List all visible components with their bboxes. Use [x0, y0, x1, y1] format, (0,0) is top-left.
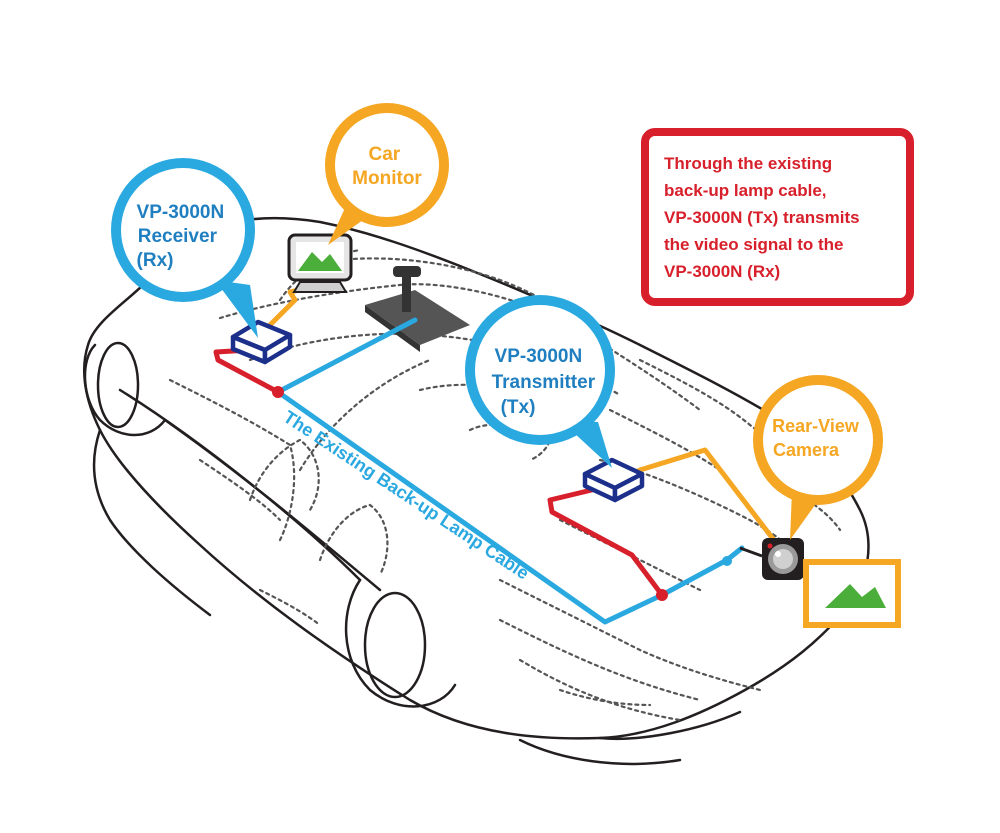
callout-camera-line-2: Camera — [773, 440, 840, 460]
callout-receiver-line-2: Receiver — [138, 226, 218, 247]
callout-receiver-line-1: VP-3000N — [137, 202, 225, 223]
callout-transmitter-line-3: (Tx) — [501, 397, 536, 418]
svg-text:VP-3000N Receiver: VP-3000N Receiver (Rx) — [137, 202, 230, 271]
car-outline — [82, 216, 870, 766]
cable-junction-rear — [656, 589, 668, 601]
note-line-3: VP-3000N (Tx) transmits — [664, 208, 860, 227]
receiver-box-icon — [230, 319, 293, 365]
callout-receiver-line-3: (Rx) — [137, 250, 174, 271]
transmitter-box-icon — [582, 457, 645, 503]
callout-receiver: VP-3000N Receiver (Rx) — [111, 158, 258, 338]
note-line-4: the video signal to the — [664, 235, 843, 254]
svg-text:Through the existing bac: Through the existing back-up lamp cable,… — [664, 154, 864, 281]
callout-monitor-line-2: Monitor — [352, 168, 422, 189]
camera-cable-end — [722, 556, 732, 566]
note-line-1: Through the existing — [664, 154, 832, 173]
note-line-2: back-up lamp cable, — [664, 181, 827, 200]
cable-junction-front — [272, 386, 284, 398]
svg-text:Car Monitor: Car Monitor — [352, 144, 422, 189]
cable-label: The Existing Back-up Lamp Cable — [280, 407, 533, 584]
rear-camera-icon — [739, 538, 804, 580]
callout-transmitter-line-1: VP-3000N — [495, 346, 583, 367]
callout-camera-line-1: Rear-View — [772, 416, 860, 436]
camera-preview-icon — [803, 559, 901, 628]
callout-transmitter: VP-3000N Transmitter (Tx) — [465, 295, 615, 468]
callout-car-monitor: Car Monitor — [325, 103, 449, 245]
callout-rear-camera: Rear-View Camera — [753, 375, 883, 540]
callout-transmitter-line-2: Transmitter — [492, 372, 596, 393]
svg-text:Rear-View Camera: Rear-View Camera — [772, 416, 864, 460]
explanation-note: Through the existing back-up lamp cable,… — [641, 128, 914, 306]
car-monitor-icon — [287, 233, 353, 293]
camera-video-cable — [622, 447, 783, 551]
gear-shifter-icon — [365, 266, 470, 352]
callout-monitor-line-1: Car — [369, 144, 401, 165]
note-line-5: VP-3000N (Rx) — [664, 262, 780, 281]
transmitter-power-cable — [547, 485, 665, 598]
svg-text:VP-3000N Transmitter: VP-3000N Transmitter (Tx) — [492, 346, 601, 418]
